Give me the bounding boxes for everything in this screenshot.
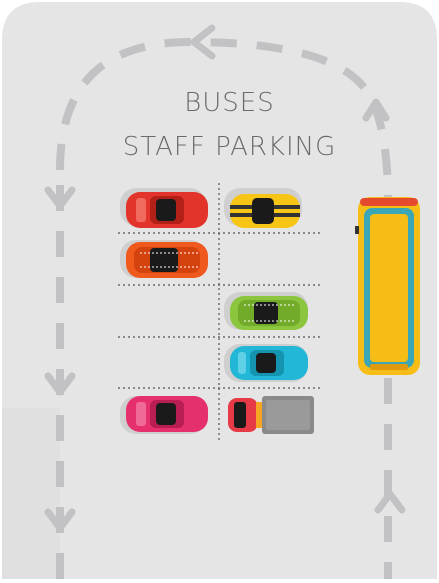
- arrow-down-icon: [44, 508, 76, 532]
- sign-buses: BUSES: [184, 88, 275, 118]
- arrow-down-icon: [44, 186, 76, 210]
- car-green: [230, 296, 308, 330]
- direction-arrows: [44, 24, 406, 532]
- car-pink: [126, 396, 208, 432]
- sign-staff-parking: STAFF PARKING: [122, 132, 337, 162]
- driving-lane: [56, 37, 392, 579]
- lot-shadow: [2, 408, 60, 579]
- bus-yellow: [355, 197, 420, 375]
- truck-gray: [228, 396, 314, 434]
- stall-dividers: [118, 183, 320, 442]
- car-red: [126, 192, 208, 228]
- car-cyan: [230, 346, 308, 380]
- car-yellow: [230, 194, 300, 228]
- lane-top-curve: [56, 37, 392, 201]
- car-orange: [126, 242, 208, 278]
- arrow-down-icon: [44, 372, 76, 396]
- arrow-up-icon: [374, 490, 406, 514]
- arrow-up-icon: [362, 98, 390, 122]
- arrow-left-icon: [190, 24, 216, 60]
